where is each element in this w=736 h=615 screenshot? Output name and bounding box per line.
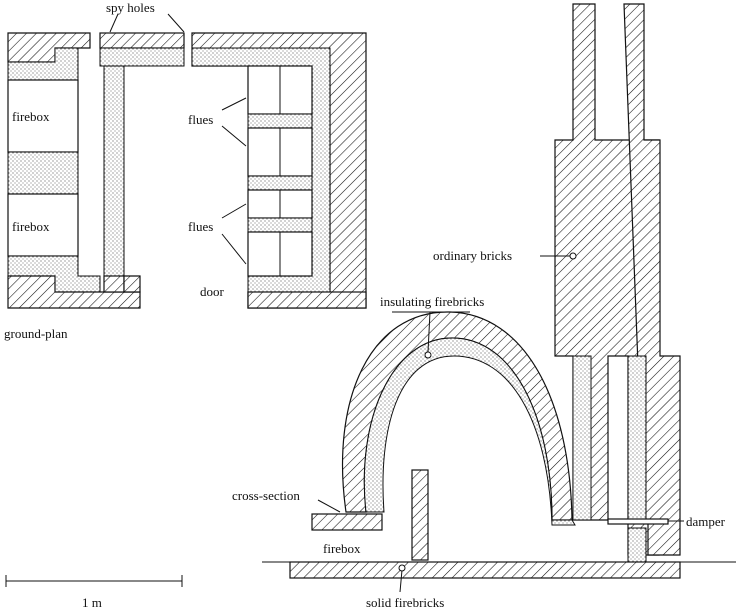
top-middle-brick-wall (99, 32, 185, 49)
ordinary-bricks-marker (569, 252, 577, 260)
right-bottom-brick (247, 291, 367, 309)
spy-holes-leader (109, 13, 119, 33)
flue-divider (247, 217, 313, 233)
insulating-marker (424, 351, 432, 359)
firebox-label: firebox (323, 541, 361, 556)
scale-bar-label: 1 m (82, 595, 102, 610)
flue-divider (247, 113, 313, 129)
left-chimney-lining (572, 355, 592, 521)
center-divider-base (103, 275, 125, 293)
arch-insulating-layer (363, 337, 576, 526)
firebox-lower-label: firebox (12, 219, 50, 234)
damper-plate (607, 518, 669, 525)
top-middle-lining (99, 47, 185, 67)
ground-plan-right-block (191, 32, 367, 309)
spy-holes-label: spy holes (106, 0, 155, 15)
solid-firebricks-label: solid firebricks (366, 595, 444, 610)
damper-label: damper (686, 514, 726, 529)
insulating-leader (427, 311, 431, 353)
spy-holes-leader (167, 13, 185, 33)
cross-section-caption: cross-section (232, 488, 300, 503)
solid-firebricks-leader (399, 569, 403, 593)
firebox-slab (311, 513, 383, 531)
firebox-upper-label: firebox (12, 109, 50, 124)
firebox-upper-chamber (7, 79, 79, 153)
center-divider-lining (103, 65, 125, 277)
flues-leader (221, 97, 247, 111)
firebox-divider (7, 151, 79, 195)
cross-section-leader (317, 499, 341, 513)
solid-firebrick-floor (289, 561, 681, 579)
flues-lower-label: flues (188, 219, 213, 234)
ground-plan: spy holes firebox firebox flues flues do… (4, 0, 367, 341)
flue-divider (247, 175, 313, 191)
flues-upper-label: flues (188, 112, 213, 127)
ordinary-bricks-label: ordinary bricks (433, 248, 512, 263)
firebox-lower-chamber (7, 193, 79, 257)
center-bottom-brick (123, 275, 141, 293)
solid-firebricks-marker (398, 564, 406, 572)
center-post (411, 469, 429, 561)
insulating-firebricks-label: insulating firebricks (380, 294, 484, 309)
flues-leader (221, 203, 247, 219)
ground-plan-caption: ground-plan (4, 326, 68, 341)
cross-section: ordinary bricks insulating firebricks cr… (232, 3, 736, 610)
ground-plan-left-block (7, 32, 141, 309)
door-label: door (200, 284, 225, 299)
right-chimney-lining (627, 355, 647, 521)
scale-bar: 1 m (5, 575, 183, 610)
flues-leader (221, 125, 247, 147)
flues-leader (221, 233, 247, 265)
